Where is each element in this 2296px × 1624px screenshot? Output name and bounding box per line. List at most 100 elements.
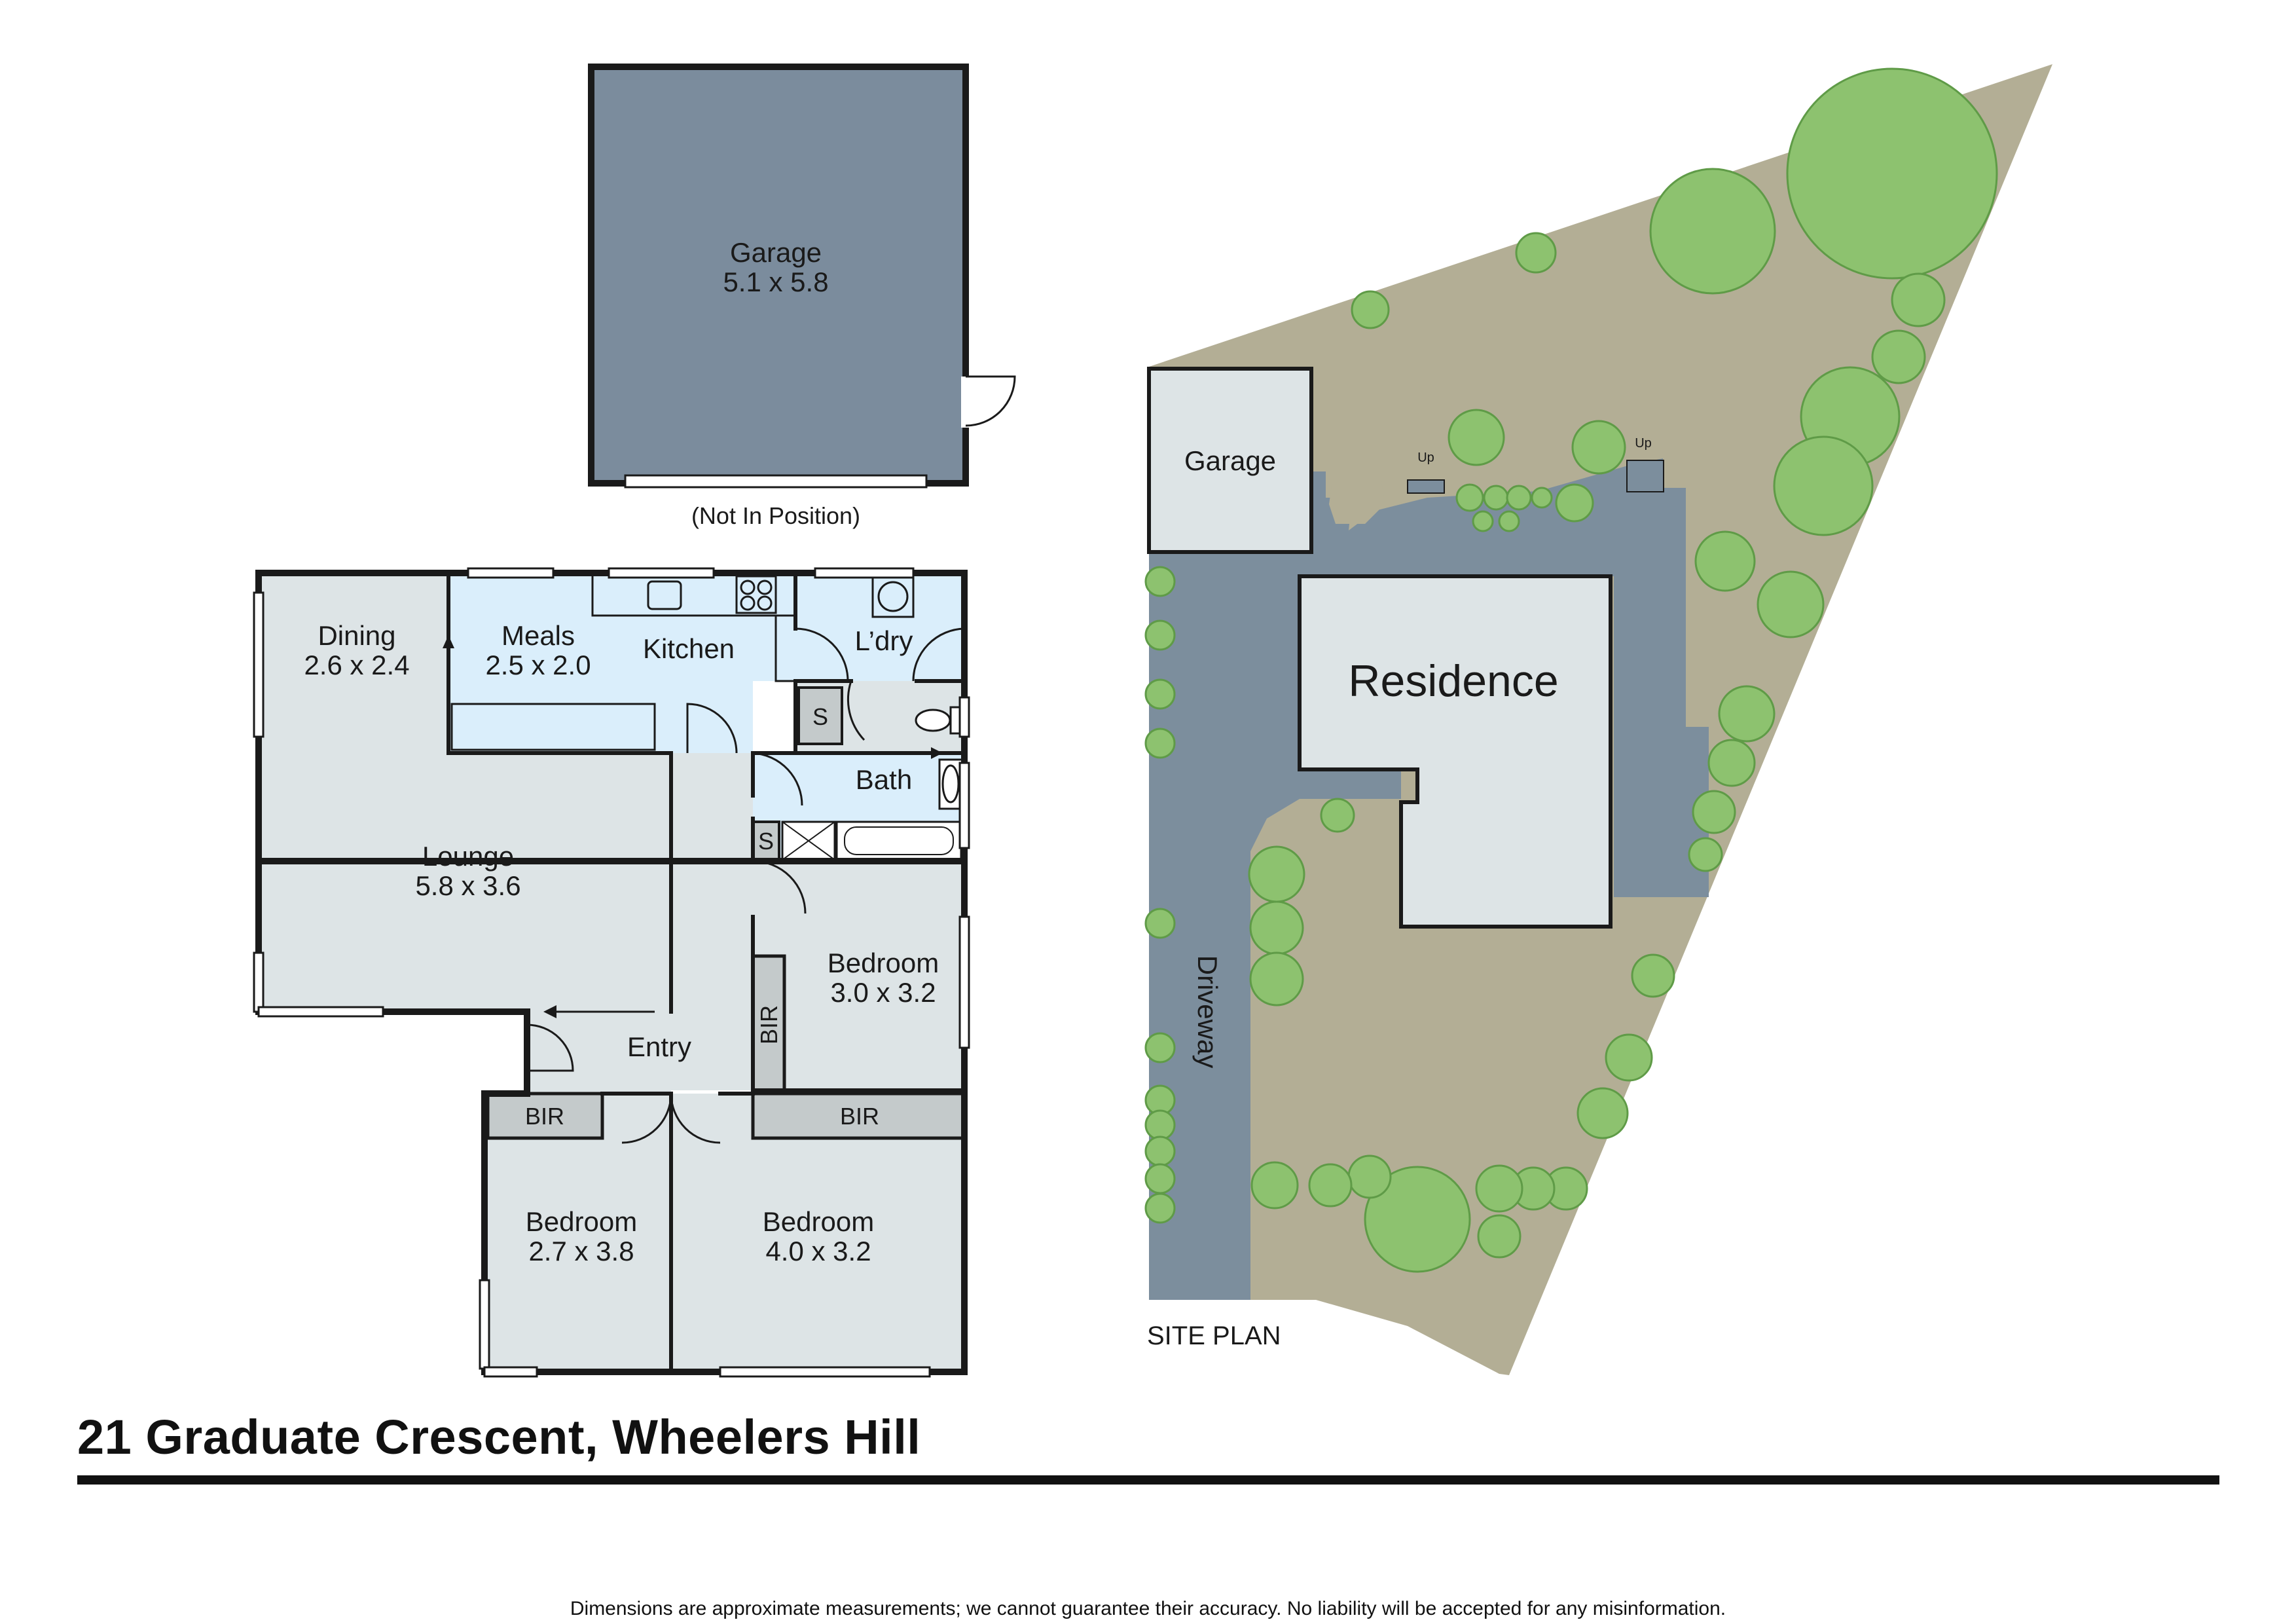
window	[958, 696, 970, 738]
window	[958, 762, 970, 849]
property-address-title: 21 Graduate Crescent, Wheelers Hill	[77, 1410, 921, 1464]
tree	[1718, 685, 1776, 743]
garage-room	[588, 64, 969, 487]
tree	[1351, 290, 1390, 329]
tree	[1249, 951, 1304, 1006]
tree	[1477, 1214, 1522, 1259]
tree	[1688, 837, 1723, 872]
lounge-name: Lounge	[422, 841, 514, 872]
room-bedroom-3	[671, 1094, 964, 1372]
tree	[1248, 845, 1305, 903]
cooktop-burner	[757, 595, 773, 611]
vanity-basin	[941, 764, 960, 803]
window	[257, 1006, 384, 1018]
tree	[1631, 953, 1675, 998]
tree	[1455, 483, 1484, 512]
kitchen-name: Kitchen	[643, 633, 735, 664]
meals-dims: 2.5 x 2.0	[485, 650, 591, 680]
door-swing	[847, 680, 866, 741]
linen-cupboard-laundry	[797, 686, 843, 745]
tree	[1144, 1109, 1176, 1141]
door-swing	[752, 860, 807, 914]
steps-label-right: Up	[1635, 436, 1652, 451]
cooktop-burner	[740, 595, 756, 611]
bir-bedroom-2	[486, 1092, 604, 1140]
paving-arc	[1329, 481, 1385, 524]
room-dining-lounge	[259, 573, 671, 1012]
shower-label: S	[812, 703, 828, 730]
bir-label: BIR	[756, 1005, 782, 1044]
door-swing	[670, 1093, 721, 1144]
cooktop-burner	[740, 580, 756, 595]
bir-label: BIR	[840, 1103, 879, 1130]
site-driveway-label: Driveway	[1192, 955, 1223, 1069]
room-bedroom-1	[753, 861, 964, 1090]
tree	[1531, 487, 1553, 509]
shower-tray-diagonal	[782, 821, 835, 860]
dining-dims: 2.6 x 2.4	[304, 650, 409, 680]
tree	[1320, 798, 1355, 833]
tree	[1786, 67, 1998, 280]
tree	[1694, 530, 1756, 592]
window	[958, 915, 970, 1049]
garage-note: (Not In Position)	[691, 502, 860, 529]
tree	[1308, 1163, 1353, 1208]
tree	[1555, 483, 1594, 523]
tree	[1692, 790, 1736, 834]
window	[814, 567, 915, 579]
tree	[1506, 485, 1532, 511]
tree	[1871, 329, 1926, 384]
disclaimer-text: Dimensions are approximate measurements;…	[570, 1598, 1726, 1619]
window	[253, 951, 264, 1013]
steps-label-left: Up	[1417, 451, 1434, 465]
tree	[1483, 485, 1509, 511]
tree	[1605, 1033, 1653, 1082]
dining-name: Dining	[318, 620, 395, 651]
tree	[1144, 1163, 1176, 1194]
site-residence-label: Residence	[1348, 656, 1558, 706]
trees	[1144, 67, 1998, 1273]
door-swing	[686, 703, 738, 754]
kitchen-sink	[647, 580, 682, 610]
garage-plan: Garage 5.1 x 5.8 (Not In Position)	[588, 64, 1016, 529]
door-swing	[752, 752, 803, 806]
tree	[1144, 566, 1176, 597]
laundry-arrow	[931, 747, 943, 759]
tree	[1144, 1135, 1176, 1167]
laundry-tub-bowl	[877, 581, 909, 612]
window	[719, 1366, 931, 1378]
tree	[1649, 168, 1776, 295]
tree	[1250, 1161, 1299, 1209]
tree	[1475, 1164, 1523, 1213]
kitchen-bench-side	[774, 614, 795, 682]
site-residence	[1298, 574, 1613, 929]
bedroom2-name: Bedroom	[526, 1206, 637, 1237]
tree	[1773, 435, 1874, 536]
dining-arrow	[443, 635, 454, 648]
bedroom2-dims: 2.7 x 3.8	[528, 1236, 634, 1266]
bathtub-inner	[844, 826, 954, 855]
driveway	[1149, 458, 1709, 1300]
tree	[1576, 1087, 1629, 1139]
meals-bench	[450, 703, 656, 751]
site-garage	[1147, 367, 1313, 554]
bedroom3-dims: 4.0 x 3.2	[765, 1236, 871, 1266]
tree	[1364, 1166, 1471, 1273]
tree	[1144, 1032, 1176, 1063]
tree	[1144, 1192, 1176, 1224]
tree	[1891, 272, 1946, 327]
window	[479, 1279, 490, 1370]
shower-label: S	[758, 828, 774, 855]
door-swings	[526, 627, 965, 1144]
bath-name: Bath	[856, 764, 912, 795]
tree	[1515, 232, 1557, 274]
garage-name: Garage	[730, 237, 822, 268]
room-entry-hall	[527, 753, 753, 1139]
laundry-name: L’dry	[855, 625, 913, 656]
tree	[1448, 409, 1505, 466]
tree	[1757, 570, 1825, 638]
tree	[1472, 510, 1494, 532]
tree	[1144, 728, 1176, 759]
tree	[1347, 1154, 1392, 1199]
